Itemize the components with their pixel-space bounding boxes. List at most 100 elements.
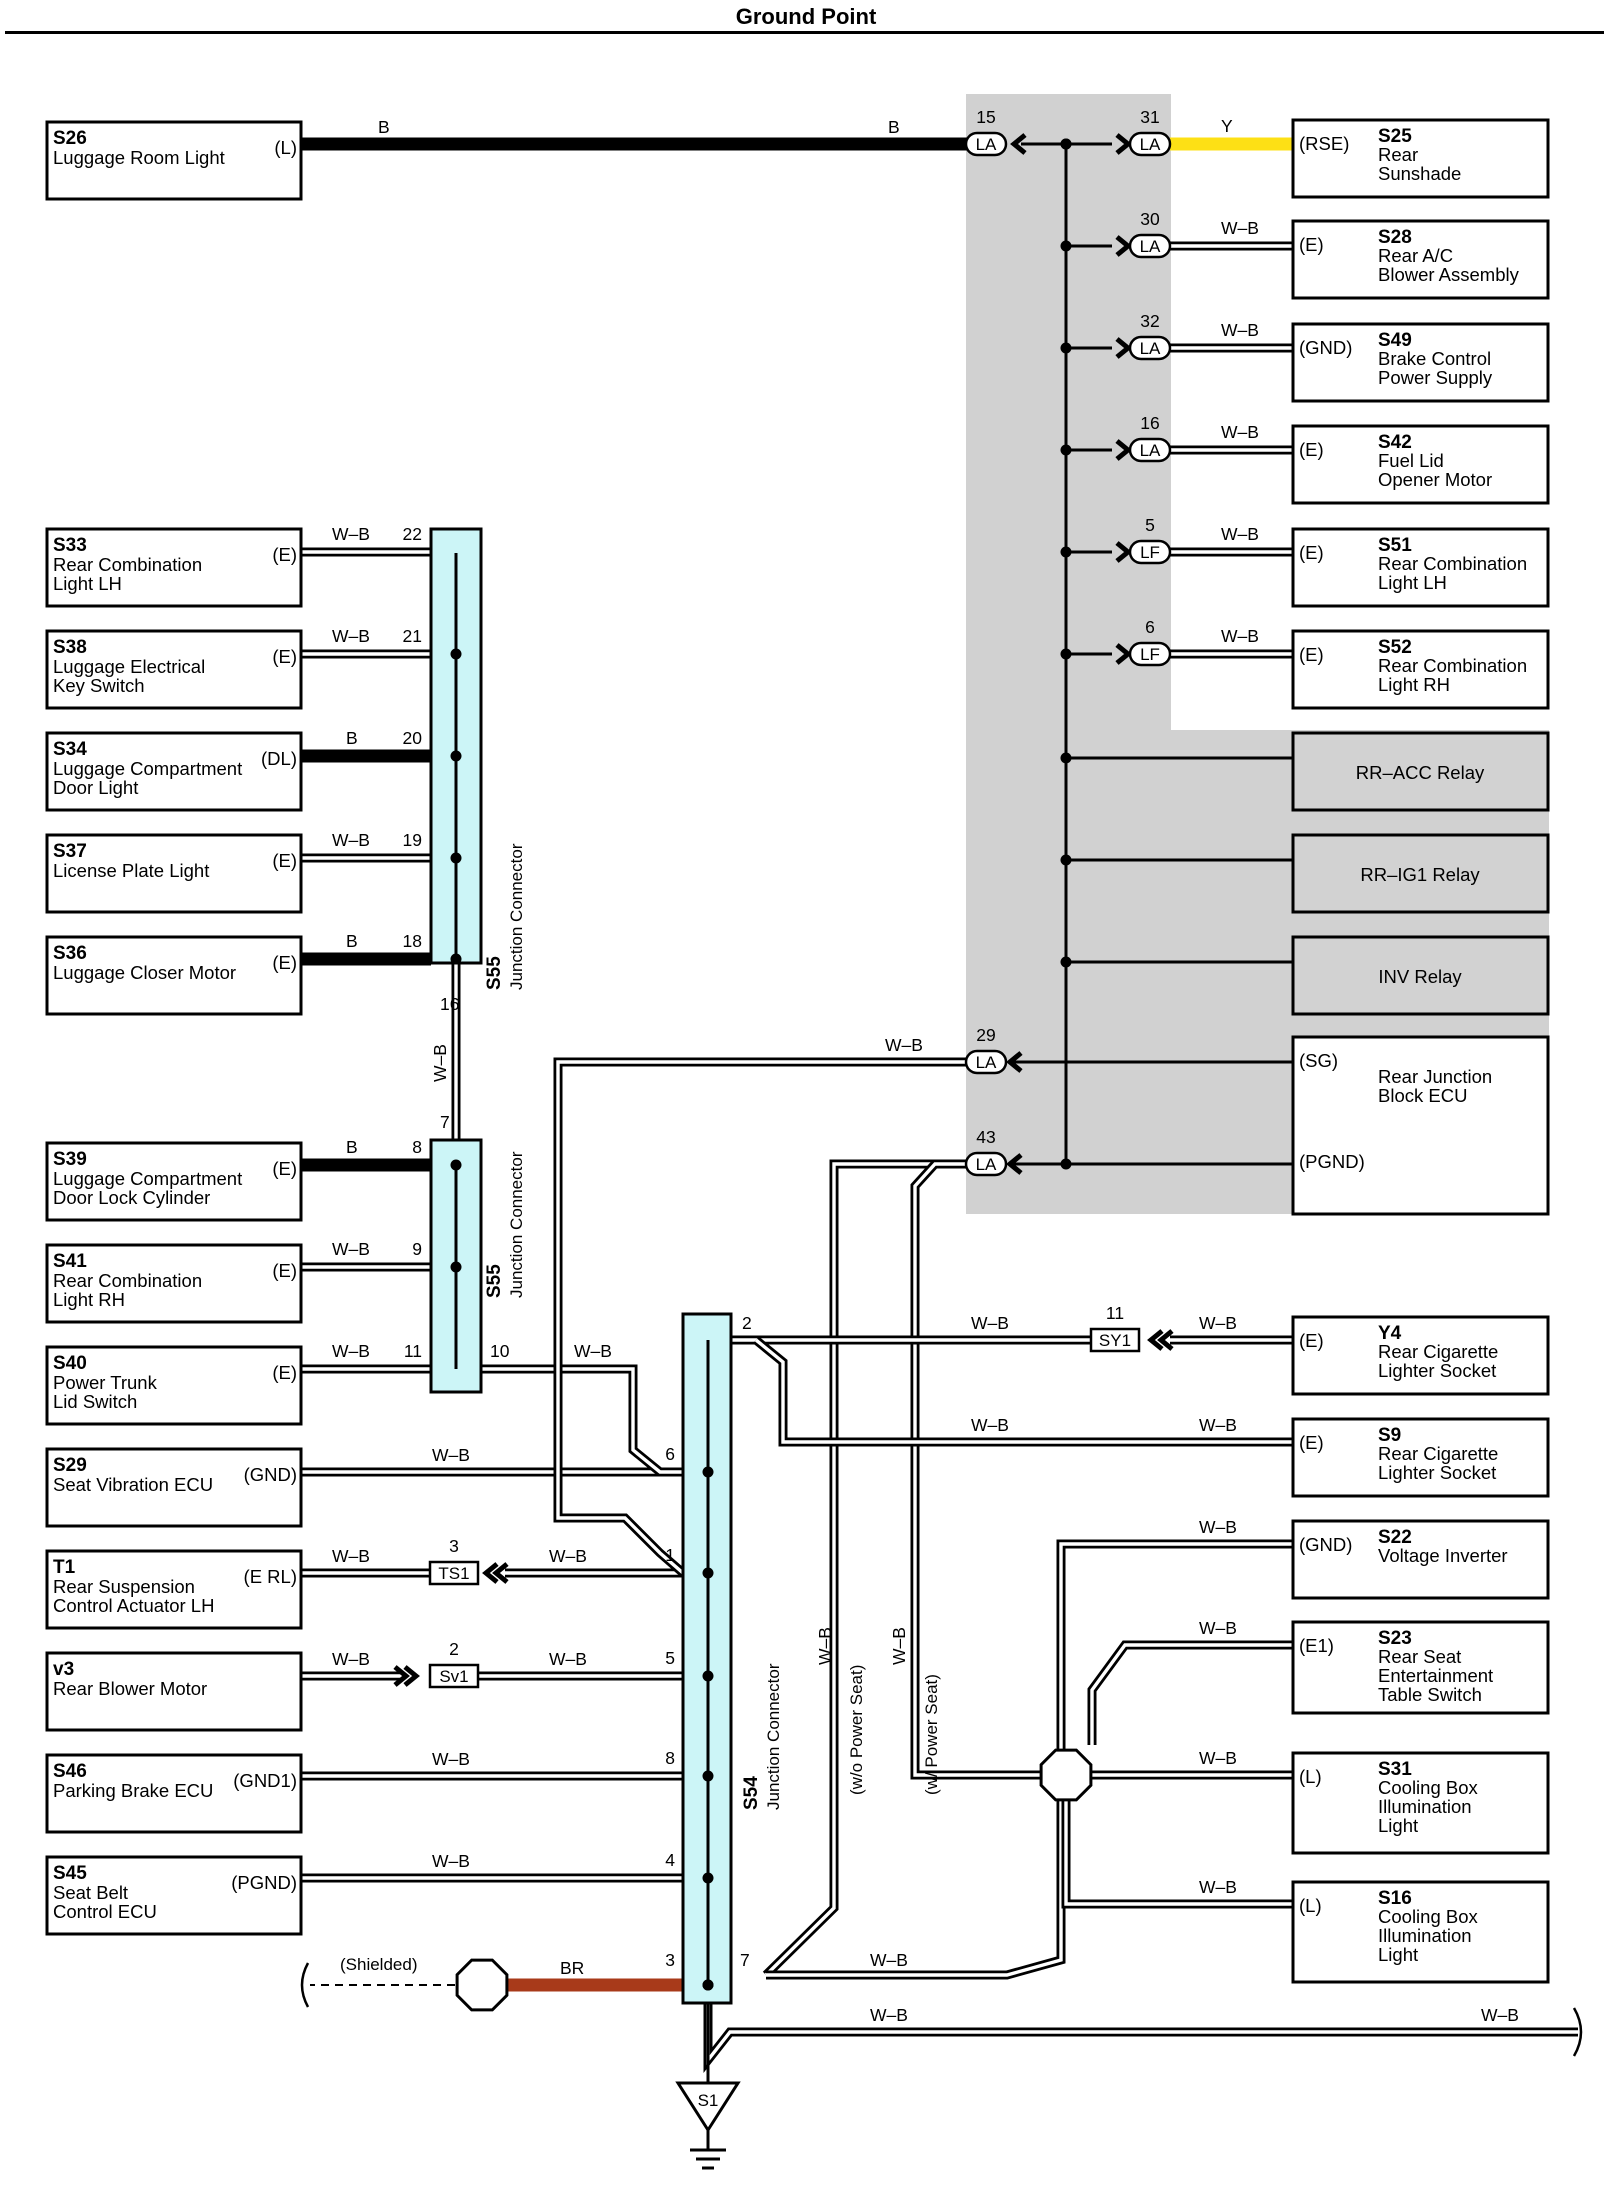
- splice-dot: [702, 1979, 714, 1991]
- title-rule: [5, 31, 1604, 34]
- component-name: Light: [1378, 1944, 1418, 1965]
- connector-arrow: [1147, 1329, 1164, 1351]
- component-name: Illumination: [1378, 1925, 1472, 1946]
- component-pin: (E1): [1299, 1635, 1334, 1656]
- diagram-title: Ground Point: [736, 4, 877, 29]
- connector-arrow: [1115, 439, 1132, 461]
- relay-1: RR–ACC Relay: [1291, 731, 1550, 812]
- splice-dot: [450, 648, 462, 660]
- component-id: S22: [1378, 1527, 1412, 1548]
- component-name: Lighter Socket: [1378, 1360, 1496, 1381]
- component-id: S16: [1378, 1888, 1412, 1909]
- component-name: Brake Control: [1378, 348, 1491, 369]
- splice-dot: [1060, 138, 1072, 150]
- splice-dot: [1060, 1158, 1072, 1170]
- splice-dot: [450, 1261, 462, 1273]
- wire-label: W–B: [574, 1341, 612, 1361]
- pin-number: 16: [440, 994, 459, 1014]
- connector-arrow: [1115, 337, 1132, 359]
- wire-label: B: [346, 1137, 358, 1157]
- pin-number: 1: [665, 1545, 675, 1565]
- splice-dot: [1060, 240, 1072, 252]
- connector-label: SY1: [1099, 1331, 1131, 1350]
- component-name: Rear Junction: [1378, 1066, 1492, 1087]
- junction-id: S54: [741, 1776, 762, 1810]
- component-name: Cooling Box: [1378, 1906, 1479, 1927]
- relay-box: [1291, 935, 1550, 1016]
- component-id: S49: [1378, 330, 1412, 351]
- wires: [300, 137, 1583, 2074]
- component-pin: (E): [272, 952, 297, 973]
- component-id: S26: [53, 128, 87, 149]
- component-name: Parking Brake ECU: [53, 1780, 213, 1801]
- pin-number: 7: [440, 1112, 450, 1132]
- component-box: [45, 1549, 303, 1630]
- label-w-power-seat-wb: W–B: [889, 1627, 909, 1665]
- component-name: Rear Combination: [1378, 655, 1527, 676]
- component-name: Control ECU: [53, 1901, 157, 1922]
- component-name: Rear Blower Motor: [53, 1678, 207, 1699]
- connector-arrow: [1157, 1329, 1174, 1351]
- component-box: [45, 731, 303, 812]
- connector-lf-6: LF: [1128, 641, 1172, 667]
- component-box: [45, 935, 303, 1016]
- wire-label: W–B: [332, 626, 370, 646]
- component-pin: (DL): [261, 748, 297, 769]
- component-box: [45, 1753, 303, 1834]
- pin-number: 3: [665, 1950, 675, 1970]
- component-id: S41: [53, 1251, 87, 1272]
- connector-pin-number: 15: [976, 107, 995, 127]
- wire-label: W–B: [1221, 320, 1259, 340]
- wire-wb-w-power-seat: [910, 1159, 1061, 1780]
- wire-label: W–B: [1221, 626, 1259, 646]
- component-id: S40: [53, 1353, 87, 1374]
- relay-box: [1291, 833, 1550, 914]
- connector-pin-number: 6: [1145, 617, 1155, 637]
- pin-number: 9: [412, 1239, 422, 1259]
- shield-label: (Shielded): [340, 1955, 418, 1974]
- wire-label: W–B: [1199, 1415, 1237, 1435]
- pin-number: 22: [403, 524, 422, 544]
- connector-sy1: SY1: [1089, 1327, 1141, 1353]
- component-box: [1291, 1519, 1550, 1600]
- relay-label: RR–IG1 Relay: [1360, 864, 1480, 885]
- pin-number: 4: [665, 1850, 675, 1870]
- ground-label: S1: [698, 2091, 719, 2110]
- splice-dot: [1060, 546, 1072, 558]
- wire-label: Y: [1221, 116, 1233, 136]
- splice-shape: [1039, 1748, 1093, 1802]
- wire-label: W–B: [1199, 1748, 1237, 1768]
- connector-pin-number: 31: [1140, 107, 1159, 127]
- component-name: Entertainment: [1378, 1665, 1493, 1686]
- component-box: [45, 629, 303, 710]
- connector-pin-number: 32: [1140, 311, 1159, 331]
- pin-number: 21: [403, 626, 422, 646]
- connector-label: LA: [1140, 237, 1161, 256]
- splice-dot: [450, 750, 462, 762]
- connector-pin-number: 16: [1140, 413, 1159, 433]
- wire-label: W–B: [1221, 524, 1259, 544]
- connector-label: LA: [1140, 441, 1161, 460]
- wire-label: W–B: [971, 1415, 1009, 1435]
- note-text: (w/o Power Seat): [847, 1665, 866, 1795]
- component-pin: (E RL): [244, 1566, 297, 1587]
- wire-label: W–B: [1221, 422, 1259, 442]
- component-name: Rear Seat: [1378, 1646, 1461, 1667]
- component-id: S36: [53, 943, 87, 964]
- connector-label: LA: [976, 1155, 997, 1174]
- connector-label: LA: [1140, 135, 1161, 154]
- connector-label: LA: [976, 135, 997, 154]
- pin-number: 10: [490, 1341, 510, 1361]
- component-id: v3: [53, 1659, 74, 1680]
- connector-label: Sv1: [439, 1667, 468, 1686]
